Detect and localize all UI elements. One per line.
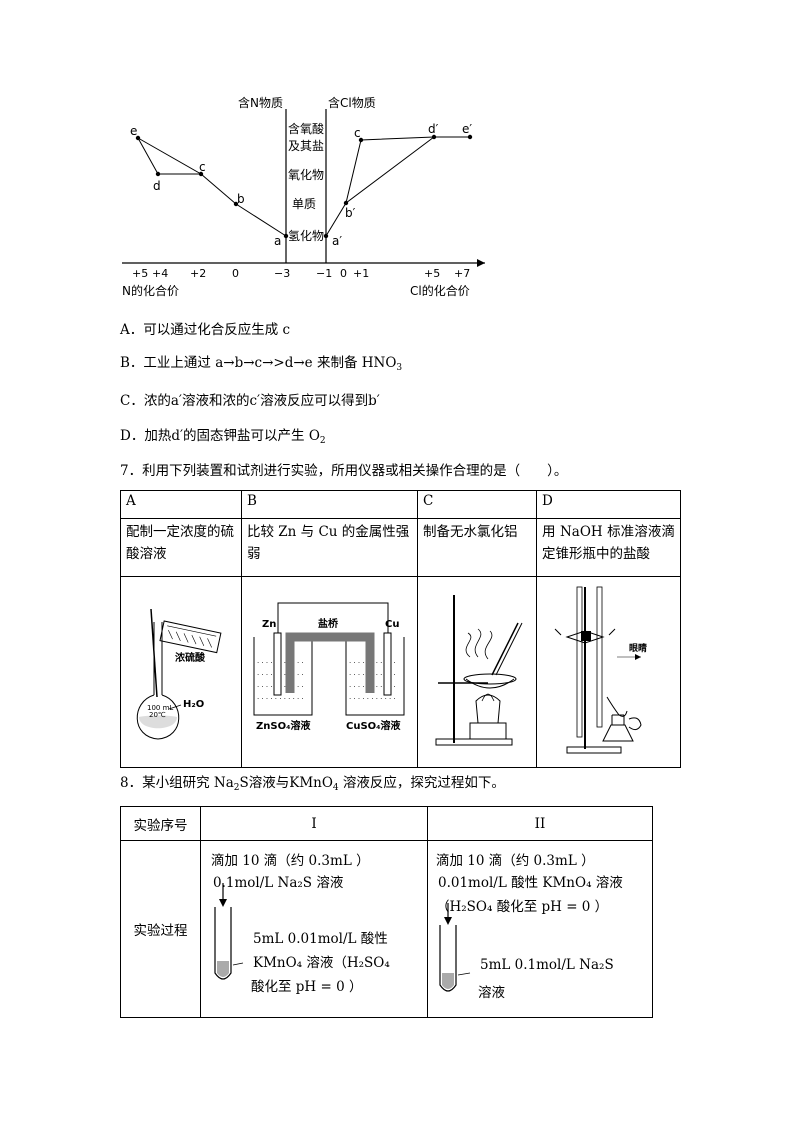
cu-electrode-label: Cu bbox=[385, 619, 399, 630]
q8-exp-i: 滴加 10 滴（约 0.3mL ） 0.1mol/L Na₂S 溶液 5mL 0… bbox=[200, 840, 428, 1018]
tick-cl-0: 0 bbox=[340, 267, 347, 280]
tick-n-minus3: −3 bbox=[274, 267, 290, 280]
water-label: H₂O bbox=[183, 699, 204, 710]
tick-n-plus2: +2 bbox=[190, 267, 206, 280]
point-b-prime: b′ bbox=[345, 206, 356, 220]
cuso4-label: CuSO₄溶液 bbox=[346, 719, 401, 732]
point-e-prime: e′ bbox=[462, 122, 472, 136]
ii-reagent-text-2: （H₂SO₄ 酸化至 pH = 0 ） bbox=[436, 899, 609, 915]
q7-stem: 7．利用下列装置和试剂进行实验，所用仪器或相关操作合理的是（ ）。 bbox=[120, 463, 568, 479]
tick-cl-plus5: +5 bbox=[424, 267, 440, 280]
q8-header-label: 实验序号 bbox=[120, 806, 201, 841]
titration-figure: 眼睛 bbox=[554, 586, 647, 754]
q7-image-a: 100 mL 20℃ 浓硫酸 H₂O bbox=[120, 576, 242, 768]
row-label-oxide: 氧化物 bbox=[288, 168, 324, 182]
option-d: D．加热d′的固态钾盐可以产生 O2 bbox=[120, 428, 326, 446]
q8-col-i: I bbox=[200, 806, 428, 841]
ii-drop-text: 滴加 10 滴（约 0.3mL ） bbox=[436, 853, 595, 869]
ii-tube-text-2: 溶液 bbox=[478, 985, 505, 1001]
n-axis-title: 含N物质 bbox=[238, 95, 283, 110]
i-reagent-text: 0.1mol/L Na₂S 溶液 bbox=[213, 875, 344, 891]
svg-text:· · · · · · · · · · ·: · · · · · · · · · · · bbox=[257, 695, 304, 703]
salt-bridge-label: 盐桥 bbox=[318, 617, 339, 630]
point-b: b bbox=[237, 192, 245, 206]
eye-label: 眼睛 bbox=[629, 642, 647, 654]
q7-desc-b: 比较 Zn 与 Cu 的金属性强弱 bbox=[241, 518, 418, 577]
evaporation-figure bbox=[435, 595, 523, 746]
i-tube-text-2: KMnO₄ 溶液（H₂SO₄ bbox=[253, 955, 390, 971]
q8-row-label: 实验过程 bbox=[120, 840, 201, 1018]
flask-volume-label: 100 mL bbox=[147, 704, 173, 712]
tick-cl-plus7: +7 bbox=[454, 267, 470, 280]
i-tube-text-3: 酸化至 pH = 0 ） bbox=[251, 979, 363, 995]
zn-electrode-label: Zn bbox=[262, 619, 276, 630]
row-label-oxyacid: 含氧酸 bbox=[288, 121, 324, 136]
q8-exp-ii: 滴加 10 滴（约 0.3mL ） 0.01mol/L 酸性 KMnO₄ 溶液 … bbox=[427, 840, 653, 1018]
cl-valence-label: Cl的化合价 bbox=[410, 283, 470, 298]
point-c: c bbox=[199, 160, 206, 174]
tick-n-0: 0 bbox=[232, 267, 239, 280]
n-valence-label: N的化合价 bbox=[122, 283, 179, 298]
svg-text:· · · · · · · · · · ·: · · · · · · · · · · · bbox=[349, 695, 396, 703]
znso4-label: ZnSO₄溶液 bbox=[256, 719, 310, 732]
ii-reagent-text: 0.01mol/L 酸性 KMnO₄ 溶液 bbox=[438, 875, 623, 891]
galvanic-cell-figure: Zn Cu 盐桥 · · · · · · · · · · · · · · · · … bbox=[253, 602, 405, 732]
tick-cl-minus1: −1 bbox=[316, 267, 332, 280]
ii-test-tube bbox=[439, 903, 471, 992]
flask-temp-label: 20℃ bbox=[149, 711, 166, 719]
q8-col-ii: II bbox=[427, 806, 653, 841]
tick-n-plus5: +5 bbox=[132, 267, 148, 280]
q7-table: A B C D 配制一定浓度的硫酸溶液 比较 Zn 与 Cu 的金属性强弱 制备… bbox=[120, 490, 681, 768]
option-a: A．可以通过化合反应生成 c bbox=[120, 322, 291, 338]
q7-image-d: 眼睛 bbox=[536, 576, 681, 768]
option-c: C．浓的a′溶液和浓的c′溶液反应可以得到b′ bbox=[120, 393, 380, 409]
valence-diagram: 含N物质 含Cl物质 含氧酸 及其盐 氧化物 单质 氢化物 +5 +4 +2 0… bbox=[122, 95, 485, 298]
option-b: B．工业上通过 a→b→c→>d→e 来制备 HNO3 bbox=[120, 355, 403, 373]
q7-header-a: A bbox=[120, 490, 242, 519]
cl-axis-title: 含Cl物质 bbox=[328, 95, 376, 110]
row-label-hydride: 氢化物 bbox=[288, 228, 324, 243]
volumetric-flask-figure: 100 mL 20℃ 浓硫酸 H₂O bbox=[136, 608, 222, 740]
ii-tube-text-1: 5mL 0.1mol/L Na₂S bbox=[480, 957, 614, 973]
q7-header-b: B bbox=[241, 490, 418, 519]
i-drop-text: 滴加 10 滴（约 0.3mL ） bbox=[211, 853, 370, 869]
q7-image-c bbox=[417, 576, 537, 768]
tick-n-plus4: +4 bbox=[152, 267, 168, 280]
row-label-element: 单质 bbox=[292, 197, 316, 211]
i-test-tube bbox=[214, 883, 244, 980]
point-c-cl: c bbox=[354, 126, 361, 140]
q7-desc-c: 制备无水氯化铝 bbox=[417, 518, 537, 577]
point-d-prime: d′ bbox=[428, 122, 439, 136]
q8-table: 实验序号 I II 实验过程 滴加 10 滴（约 0.3mL ） 0.1mol/… bbox=[120, 806, 653, 1018]
q7-header-c: C bbox=[417, 490, 537, 519]
point-a: a bbox=[274, 234, 281, 248]
tick-cl-plus1: +1 bbox=[353, 267, 369, 280]
q7-desc-d: 用 NaOH 标准溶液滴定锥形瓶中的盐酸 bbox=[536, 518, 681, 577]
row-label-salts: 及其盐 bbox=[288, 139, 324, 153]
q7-desc-a: 配制一定浓度的硫酸溶液 bbox=[120, 518, 242, 577]
i-tube-text-1: 5mL 0.01mol/L 酸性 bbox=[253, 931, 388, 947]
q7-image-b: Zn Cu 盐桥 · · · · · · · · · · · · · · · · … bbox=[241, 576, 418, 768]
point-a-prime: a′ bbox=[332, 234, 342, 248]
q7-header-d: D bbox=[536, 490, 681, 519]
point-d: d bbox=[153, 179, 161, 193]
conc-sulfuric-label: 浓硫酸 bbox=[175, 651, 206, 664]
point-e: e bbox=[130, 124, 137, 138]
q8-stem: 8．某小组研究 Na2S溶液与KMnO4 溶液反应，探究过程如下。 bbox=[120, 775, 505, 793]
